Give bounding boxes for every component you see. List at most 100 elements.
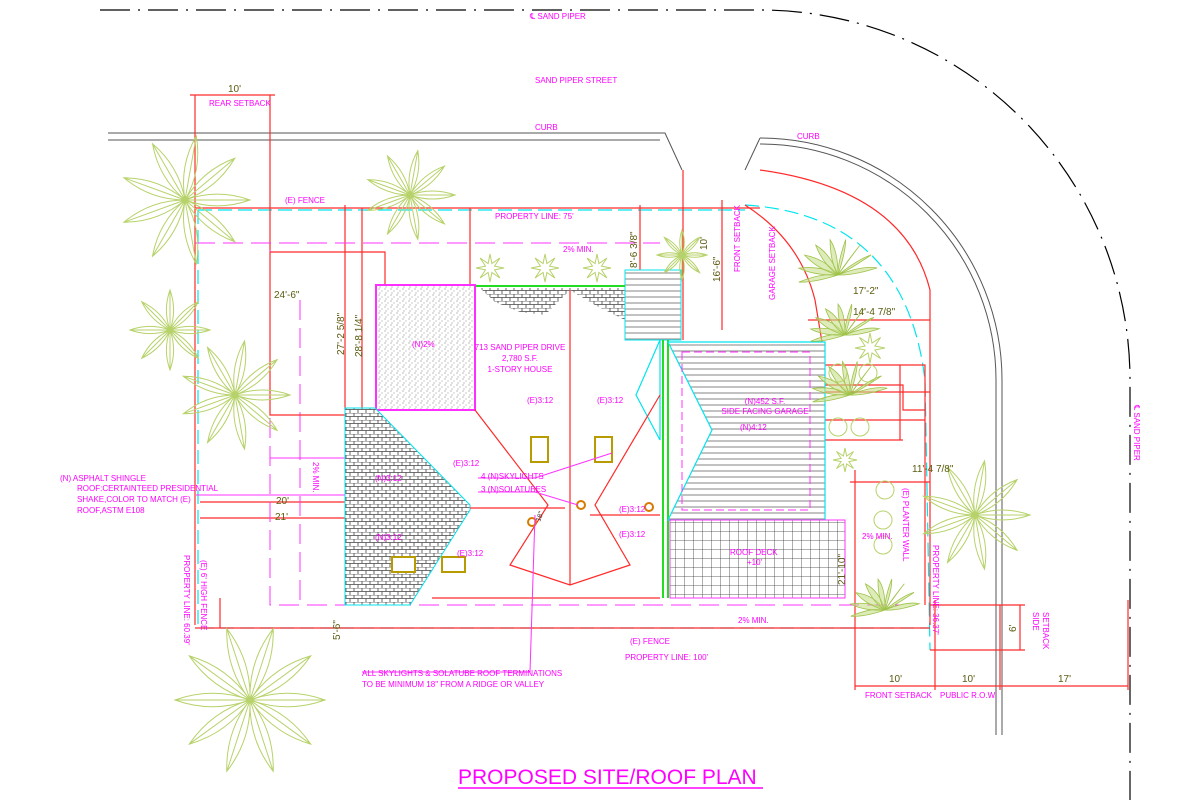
tree-icon (181, 339, 292, 451)
shrub-icon (582, 253, 612, 283)
palm-icon (809, 303, 881, 342)
palm-icon (849, 578, 921, 617)
tree-icon (655, 228, 709, 282)
street-centerline (100, 9, 1131, 800)
curb-line (108, 132, 1003, 735)
slope-top: 2% MIN. (563, 245, 594, 254)
roof-deck-grid (669, 519, 846, 599)
row-dim: 10' (962, 674, 975, 685)
front-setback-dim-10: 10' (699, 237, 710, 250)
slope-e312-f: (E)3:12 (457, 549, 484, 558)
rear-setback-label: REAR SETBACK (209, 99, 271, 108)
shingle-note-3: SHAKE,COLOR TO MATCH (E) (77, 495, 191, 504)
tree-icon (921, 459, 1032, 571)
row-label: PUBLIC R.O.W. (940, 691, 997, 700)
street-name: SAND PIPER STREET (535, 76, 617, 85)
flat-roof-gravel (375, 284, 476, 411)
slope-n312-a: (N)3:12 (375, 474, 402, 483)
dim-18-inch: 18" (535, 510, 545, 523)
solatubes (527, 500, 654, 527)
house-address: 713 SAND PIPER DRIVE (475, 343, 566, 352)
annotations: ℄ SAND PIPER SAND PIPER STREET CURB CURB… (60, 12, 1141, 789)
shrub-icon (832, 447, 858, 473)
dim-28-8: 28'-8 1/4" (354, 314, 365, 357)
planter-shrub-icon (873, 510, 893, 530)
slope-right: 2% MIN. (862, 532, 893, 541)
new-shingle-roof-left (344, 407, 471, 606)
shrub-icon (475, 253, 505, 283)
tree-icon (366, 149, 457, 241)
house-type: 1-STORY HOUSE (488, 365, 553, 374)
dim-21-10: 21'-10" (837, 554, 848, 585)
side-setback-label-1: SIDE (1031, 612, 1040, 631)
palm-icon (797, 238, 878, 283)
roof-deck-elevation: +10' (747, 558, 763, 567)
slope-e312-d: (E)3:12 (619, 505, 646, 514)
dim-27-2: 27'-2 5/8" (336, 312, 347, 355)
shrub-icon (530, 253, 560, 283)
cyan-gable (635, 339, 661, 441)
property-line-left: PROPERTY LINE: 60.39' (182, 555, 191, 645)
leader-lines (362, 452, 613, 673)
dim-24-6: 24'-6" (274, 290, 300, 301)
roof-deck-label: ROOF DECK (730, 548, 778, 557)
fence-left-label: (E) 6' HIGH FENCE (199, 560, 208, 630)
property-line-top: PROPERTY LINE: 75' (495, 212, 574, 221)
property-line-bottom: PROPERTY LINE: 100' (625, 653, 709, 662)
curb-label-corner: CURB (797, 132, 820, 141)
bottom-front-setback-dim: 10' (889, 674, 902, 685)
shrub-icon (854, 332, 886, 364)
skylights (391, 436, 613, 573)
planter-wall-label: (E) PLANTER WALL (901, 488, 910, 562)
shingle-band-top (480, 288, 625, 320)
slope-e312-c: (E)3:12 (453, 459, 480, 468)
slope-left: 2% MIN. (311, 462, 320, 493)
side-setback-dim: 6' (1008, 624, 1019, 632)
street-dim: 17' (1058, 674, 1071, 685)
front-setback-label: FRONT SETBACK (733, 204, 742, 272)
green-edge (476, 285, 669, 598)
front-setback-dim-16: 16'-6" (712, 256, 723, 282)
garage-area: (N)452 S.F. (745, 397, 785, 406)
dim-17-2: 17'-2" (853, 286, 879, 297)
slope-flat-roof: (N)2% (412, 340, 435, 349)
solatubes-note: 3 (N)SOLATUBES (481, 485, 546, 494)
terminations-note-2: TO BE MINIMUM 18" FROM A RIDGE OR VALLEY (362, 680, 545, 689)
tree-icon (128, 288, 212, 372)
slope-n312-b: (N)3:12 (375, 533, 402, 542)
house-area: 2,780 S.F. (502, 354, 538, 363)
landscape-plants (122, 134, 1032, 773)
property-lines (190, 94, 1129, 690)
stairs (624, 269, 682, 341)
dim-5-6: 5'-6" (332, 620, 343, 640)
planter-shrub-icon (828, 417, 848, 437)
planter-shrub-icon (858, 363, 878, 383)
dim-8-6: 8'-6 3/8" (629, 231, 640, 268)
property-line-right: PROPERTY LINE: 36.37' (931, 545, 940, 635)
bottom-front-setback-label: FRONT SETBACK (865, 691, 933, 700)
slope-n412: (N)4:12 (740, 423, 767, 432)
shingle-note-2: ROOF:CERTAINTEED PRESIDENTIAL (77, 484, 219, 493)
planter-shrub-icon (850, 417, 870, 437)
slope-bottom: 2% MIN. (738, 616, 769, 625)
shingle-note-4: ROOF,ASTM E108 (77, 506, 145, 515)
planter-shrub-icon (875, 480, 895, 500)
house-walls (269, 251, 926, 605)
planter-shrub-icon (873, 535, 893, 555)
centerline-side-label: ℄ SAND PIPER (1132, 404, 1141, 461)
tree-icon (122, 134, 252, 266)
dim-11-4: 11'-4 7/8" (912, 464, 954, 475)
garage-setback-label: GARAGE SETBACK (768, 226, 777, 300)
terminations-note-1: ALL SKYLIGHTS & SOLATUBE ROOF TERMINATIO… (362, 669, 562, 678)
garage-outline (681, 351, 811, 511)
dim-14-4: 14'-4 7/8" (853, 307, 896, 318)
fence-bottom-label: (E) FENCE (630, 637, 670, 646)
slope-e312-e: (E)3:12 (619, 530, 646, 539)
slope-e312-a: (E)3:12 (527, 396, 554, 405)
curb-label: CURB (535, 123, 558, 132)
garage-label: SIDE FACING GARAGE (721, 407, 808, 416)
side-setback-label-2: SETBACK (1041, 612, 1050, 650)
dim-20: 20' (276, 496, 289, 507)
